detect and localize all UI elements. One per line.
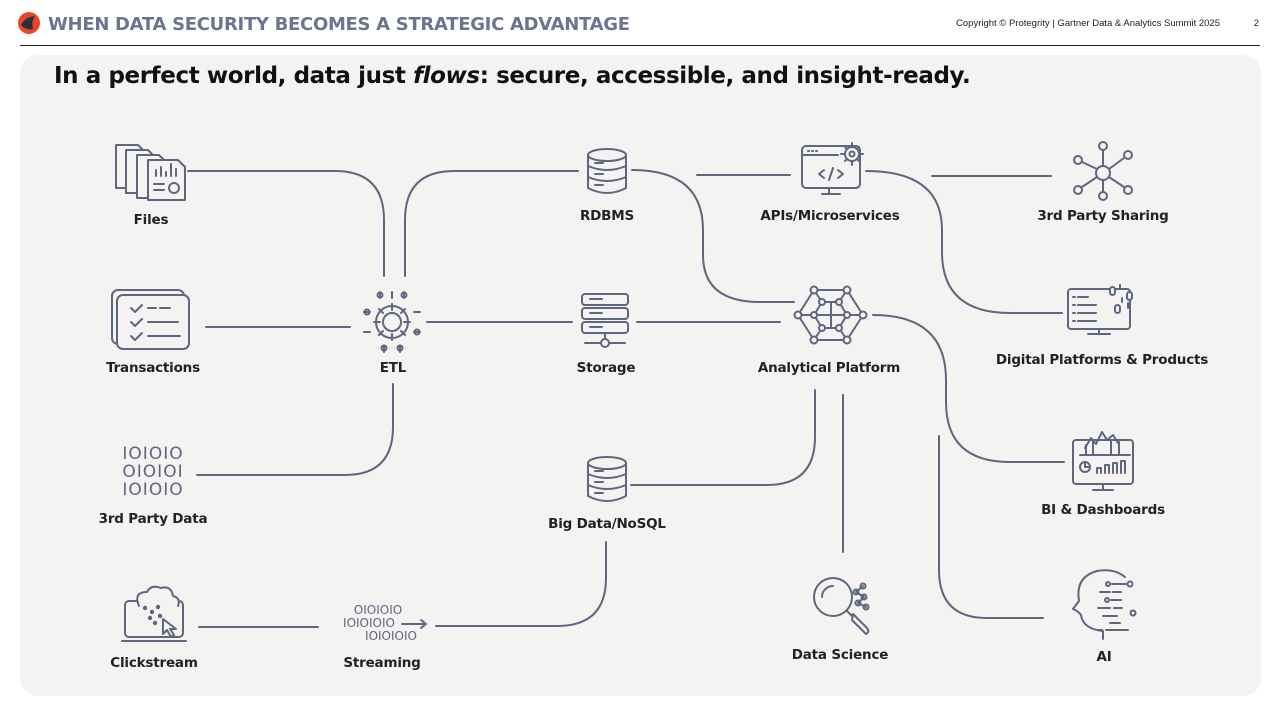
node-label-bi-dashboards: BI & Dashboards — [1041, 502, 1165, 518]
connector-analytics-bi — [872, 314, 1065, 463]
node-label-3rd-party-data: 3rd Party Data — [98, 511, 208, 527]
connector-analytics-ai — [938, 435, 1044, 619]
streaming-bits-line-1: OIOIOIO — [354, 603, 402, 617]
header-divider — [20, 45, 1260, 46]
connector-apis-digital — [865, 170, 1063, 314]
streaming-bits-line-2: IOIOIOIO — [343, 616, 395, 630]
node-label-apis: APIs/Microservices — [760, 208, 900, 224]
page-title: In a perfect world, data just flows: sec… — [54, 63, 971, 89]
bi-dashboards-monitor-icon — [1072, 431, 1134, 491]
storage-server-icon — [581, 293, 629, 348]
streaming-bits-line-3: IOIOIOIO — [365, 629, 417, 643]
files-icon — [115, 144, 186, 201]
node-label-streaming: Streaming — [343, 655, 421, 671]
digital-platforms-monitor-icon — [1067, 284, 1133, 335]
node-label-clickstream: Clickstream — [110, 655, 198, 671]
data-science-magnifier-icon — [813, 577, 870, 635]
node-label-data-science: Data Science — [791, 647, 889, 663]
third-party-bits-line-2: OIOIOI — [122, 462, 183, 482]
third-party-bits-line-1: IOIOIO — [122, 444, 183, 464]
third-party-sharing-network-icon — [1073, 141, 1133, 201]
protegrity-logo-icon — [18, 12, 40, 34]
ai-head-icon — [1072, 569, 1137, 640]
node-label-ai: AI — [1096, 649, 1112, 665]
third-party-bits-line-3: IOIOIO — [122, 480, 183, 500]
connector-3rdparty-etl — [196, 383, 394, 476]
node-label-3rd-party-sharing: 3rd Party Sharing — [1037, 208, 1169, 224]
diagram-panel — [20, 55, 1261, 696]
node-label-storage: Storage — [576, 360, 636, 376]
headline-emphasis: flows — [413, 63, 480, 89]
connector-etl-rdbms — [404, 170, 579, 277]
big-data-database-icon — [587, 456, 627, 502]
transactions-icon — [111, 289, 190, 350]
node-label-files: Files — [133, 212, 169, 228]
node-label-rdbms: RDBMS — [579, 208, 635, 224]
node-label-transactions: Transactions — [106, 360, 200, 376]
node-label-digital-platforms: Digital Platforms & Products — [995, 352, 1209, 368]
clickstream-icon — [121, 585, 187, 642]
page-number: 2 — [1253, 18, 1259, 29]
node-label-big-data: Big Data/NoSQL — [548, 516, 666, 532]
connector-streaming-bigdata — [435, 541, 607, 627]
copyright-text: Copyright © Protegrity | Gartner Data & … — [956, 18, 1220, 29]
rdbms-database-icon — [587, 148, 627, 194]
streaming-arrow-icon — [401, 619, 427, 629]
header-title: WHEN DATA SECURITY BECOMES A STRATEGIC A… — [48, 14, 630, 35]
etl-gear-icon — [363, 291, 421, 353]
node-label-etl: ETL — [379, 360, 407, 376]
node-label-analytical-platform: Analytical Platform — [757, 360, 901, 376]
connector-bigdata-analytics — [630, 389, 816, 486]
analytical-platform-network-icon — [793, 285, 868, 345]
connector-rdbms-analytics — [631, 169, 795, 303]
apis-code-window-icon — [801, 142, 864, 195]
connector-files-etl — [187, 170, 385, 277]
